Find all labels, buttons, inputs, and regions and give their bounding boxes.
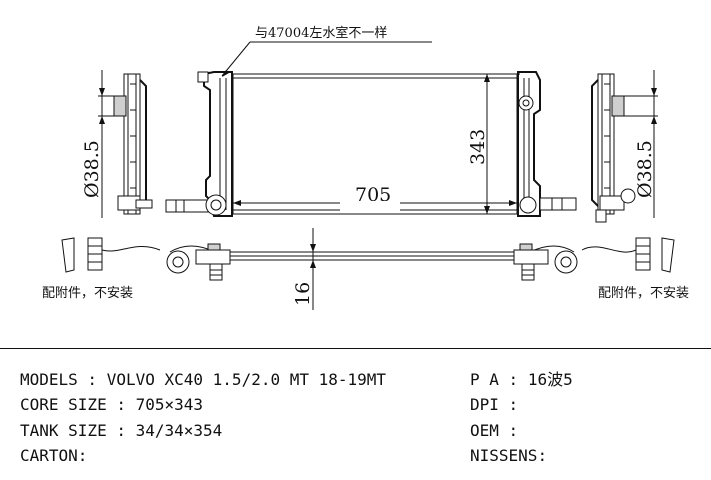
spec-carton-row: CARTON: xyxy=(20,446,88,465)
tank-size-label: TANK SIZE xyxy=(20,421,107,440)
width-dim-text: 705 xyxy=(355,184,391,206)
spec-nissens-row: NISSENS: xyxy=(470,446,548,465)
width-dim-arrow-right xyxy=(509,200,517,206)
right-dia-text: Ø38.5 xyxy=(634,140,656,198)
height-dim-text: 343 xyxy=(467,129,489,165)
note-top-text: 与47004左水室不一样 xyxy=(255,25,387,41)
pa-value: 16波5 xyxy=(527,370,573,389)
radiator-technical-drawing: 与47004左水室不一样 705 xyxy=(42,25,689,310)
core-size-value: 705×343 xyxy=(135,395,204,414)
bottom-dim-text: 16 xyxy=(292,282,314,306)
core-size-label: CORE SIZE xyxy=(20,395,107,414)
width-dim-mask xyxy=(340,201,400,213)
models-label: MODELS xyxy=(20,370,78,389)
bottom-dim-arrow-top xyxy=(310,244,316,252)
tank-size-value: 34/34×354 xyxy=(135,421,223,440)
nissens-label: NISSENS xyxy=(470,446,538,465)
spec-oem-row: OEM : xyxy=(470,421,519,440)
left-dia-arrow-bottom xyxy=(99,116,105,124)
right-accessory xyxy=(581,237,675,273)
carton-label: CARTON xyxy=(20,446,78,465)
right-dia-arrow-top xyxy=(651,88,657,96)
dpi-label: DPI xyxy=(470,395,499,414)
right-dia-arrow-bottom xyxy=(651,116,657,124)
left-side-view xyxy=(113,73,153,215)
spec-pa-row: P A : 16波5 xyxy=(470,370,573,389)
bottom-dim-arrow-bottom xyxy=(310,260,316,268)
note-top-leader xyxy=(221,41,251,77)
oem-label: OEM xyxy=(470,421,499,440)
height-dim-arrow-top xyxy=(484,74,490,82)
height-dim-arrow-bottom xyxy=(484,206,490,214)
left-dia-arrow-top xyxy=(99,88,105,96)
radiator-main-view xyxy=(165,71,577,217)
note-left-text: 配附件，不安装 xyxy=(42,286,133,301)
spec-tank-row: TANK SIZE : 34/34×354 xyxy=(20,421,223,440)
spec-models-row: MODELS : VOLVO XC40 1.5/2.0 MT 18-19MT xyxy=(20,370,387,389)
pa-label: P A xyxy=(470,370,499,389)
left-accessory xyxy=(61,237,161,273)
left-dia-text: Ø38.5 xyxy=(81,140,103,198)
note-right-text: 配附件，不安装 xyxy=(598,286,689,301)
right-side-view xyxy=(591,73,636,223)
bottom-view xyxy=(166,243,578,281)
section-divider xyxy=(0,348,711,349)
width-dim-arrow-left xyxy=(233,200,241,206)
models-value: VOLVO XC40 1.5/2.0 MT 18-19MT xyxy=(106,370,387,389)
spec-core-row: CORE SIZE : 705×343 xyxy=(20,395,204,414)
spec-dpi-row: DPI : xyxy=(470,395,519,414)
